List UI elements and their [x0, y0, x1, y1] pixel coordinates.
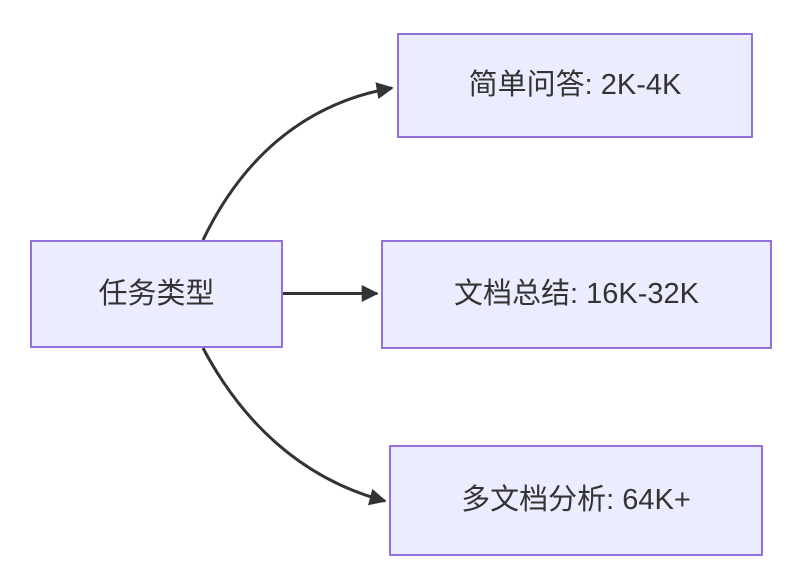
- node-simple-qa-label: 简单问答: 2K-4K: [468, 69, 682, 102]
- node-doc-summary-label: 文档总结: 16K-32K: [454, 278, 699, 311]
- node-multi-doc-analysis-label: 多文档分析: 64K+: [461, 484, 691, 517]
- node-task-type-label: 任务类型: [98, 277, 215, 310]
- node-task-type: 任务类型: [30, 240, 283, 348]
- node-simple-qa: 简单问答: 2K-4K: [397, 33, 753, 138]
- edge-root-to-top: [201, 82, 394, 241]
- node-multi-doc-analysis: 多文档分析: 64K+: [389, 445, 763, 556]
- node-doc-summary: 文档总结: 16K-32K: [381, 240, 772, 349]
- edge-root-to-bottom: [201, 347, 387, 506]
